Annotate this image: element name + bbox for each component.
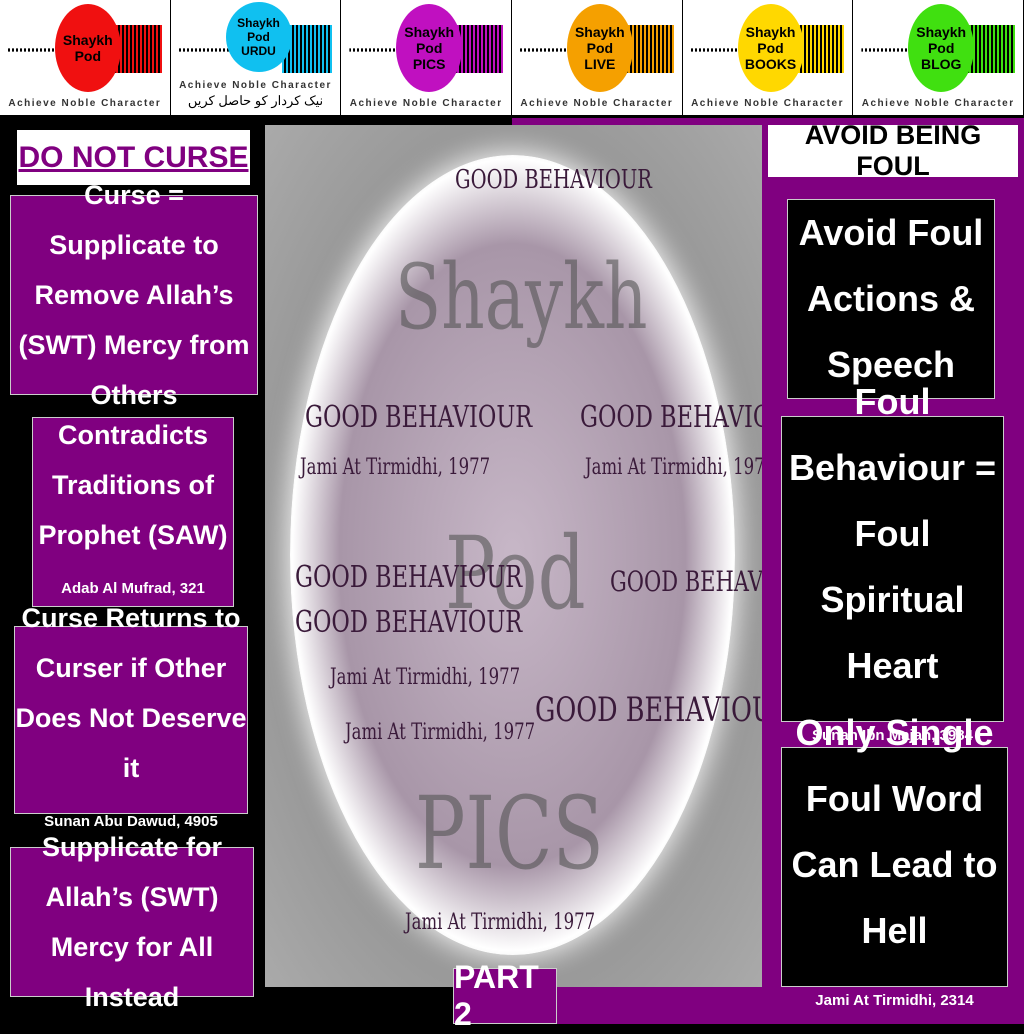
logo-text: Shaykh bbox=[237, 16, 280, 30]
logo-tagline: Achieve Noble Character bbox=[349, 98, 503, 109]
cloud-word: Jami At Tirmidhi, 1977 bbox=[585, 455, 762, 480]
left-title: DO NOT CURSE bbox=[17, 130, 250, 185]
box-text: Only Single Foul Word Can Lead to Hell bbox=[791, 712, 998, 951]
box-text: Supplicate for Allah’s (SWT) Mercy for A… bbox=[41, 832, 223, 1012]
logo-text: Pod bbox=[415, 40, 443, 56]
cloud-word: GOOD BEHAVIOUR bbox=[455, 165, 652, 195]
cloud-word: GOOD BEHAVIOUR bbox=[295, 560, 523, 595]
word-cloud-image: GOOD BEHAVIOUR Shaykh GOOD BEHAVIOUR GOO… bbox=[265, 125, 762, 987]
logo-text: Shaykh bbox=[574, 24, 625, 40]
box-text: Avoid Foul Actions & Speech bbox=[798, 212, 984, 385]
logo-text: Shaykh bbox=[745, 24, 796, 40]
logo-tagline: Achieve Noble Character bbox=[8, 98, 162, 109]
logo-text: BLOG bbox=[920, 56, 962, 72]
word-cloud-circle bbox=[290, 155, 735, 955]
box-text: Curse = Supplicate to Remove Allah’s (SW… bbox=[18, 180, 250, 410]
logo-tagline: Achieve Noble Character bbox=[691, 98, 844, 109]
cloud-word: GOOD BEHAVIOUR bbox=[295, 605, 523, 640]
box-source: Jami At Tirmidhi, 2314 bbox=[815, 992, 974, 1009]
logo-urdu-tagline: نیک کردار کو حاصل کریں bbox=[187, 93, 324, 108]
logo-text: PICS bbox=[412, 56, 446, 72]
logo-text: Pod bbox=[927, 40, 955, 56]
logo-tagline: Achieve Noble Character bbox=[520, 98, 674, 109]
cloud-bigtext: Shaykh bbox=[395, 245, 648, 350]
logo-text: Pod bbox=[247, 30, 270, 44]
right-box-1: Avoid Foul Actions & Speech bbox=[787, 199, 995, 399]
box-text: Contradicts Traditions of Prophet (SAW) bbox=[38, 420, 228, 550]
right-title: AVOID BEING FOUL bbox=[768, 120, 1018, 181]
box-source: Sunan Ibn Majah, 3984 bbox=[812, 727, 973, 744]
logo-tagline: Achieve Noble Character bbox=[179, 80, 332, 91]
cloud-word: Jami At Tirmidhi, 1977 bbox=[330, 665, 521, 690]
cloud-word: GOOD BEHAVIOUR bbox=[610, 565, 762, 598]
cloud-bigtext: Pod bbox=[445, 515, 586, 632]
logo-text: LIVE bbox=[584, 56, 616, 72]
part-label: PART 2 bbox=[453, 959, 557, 1032]
box-text: Foul Behaviour = Foul Spiritual Heart bbox=[788, 381, 997, 686]
cloud-word: Jami At Tirmidhi, 1977 bbox=[300, 455, 491, 480]
cloud-word: GOOD BEHAVIOUR bbox=[535, 690, 762, 730]
box-text: Curse Returns to Curser if Other Does No… bbox=[15, 603, 247, 783]
box-source: Sunan Abu Dawud, 4905 bbox=[44, 813, 218, 830]
logo-text: Pod bbox=[586, 40, 614, 56]
logo-text: URDU bbox=[241, 44, 276, 58]
cloud-word: GOOD BEHAVIOUR bbox=[305, 400, 533, 435]
logo-text: BOOKS bbox=[744, 56, 797, 72]
logo-text: Shaykh bbox=[404, 24, 455, 40]
cloud-word: Jami At Tirmidhi, 1977 bbox=[345, 720, 536, 745]
left-box-3: Curse Returns to Curser if Other Does No… bbox=[14, 603, 248, 830]
cloud-bigtext: PICS bbox=[415, 775, 604, 892]
logo-text: Shaykh bbox=[62, 32, 113, 48]
left-box-2: Contradicts Traditions of Prophet (SAW) A… bbox=[32, 417, 234, 607]
left-box-1: Curse = Supplicate to Remove Allah’s (SW… bbox=[10, 180, 258, 410]
left-box-4: Supplicate for Allah’s (SWT) Mercy for A… bbox=[10, 832, 254, 1012]
logo-text: Pod bbox=[74, 48, 102, 64]
box-source: Adab Al Mufrad, 321 bbox=[61, 580, 205, 597]
logo-text: Pod bbox=[757, 40, 784, 56]
logo-tagline: Achieve Noble Character bbox=[861, 98, 1015, 109]
cloud-word: GOOD BEHAVIOUR bbox=[580, 400, 762, 435]
cloud-word: Jami At Tirmidhi, 1977 bbox=[405, 910, 596, 935]
logo-text: Shaykh bbox=[916, 24, 967, 40]
